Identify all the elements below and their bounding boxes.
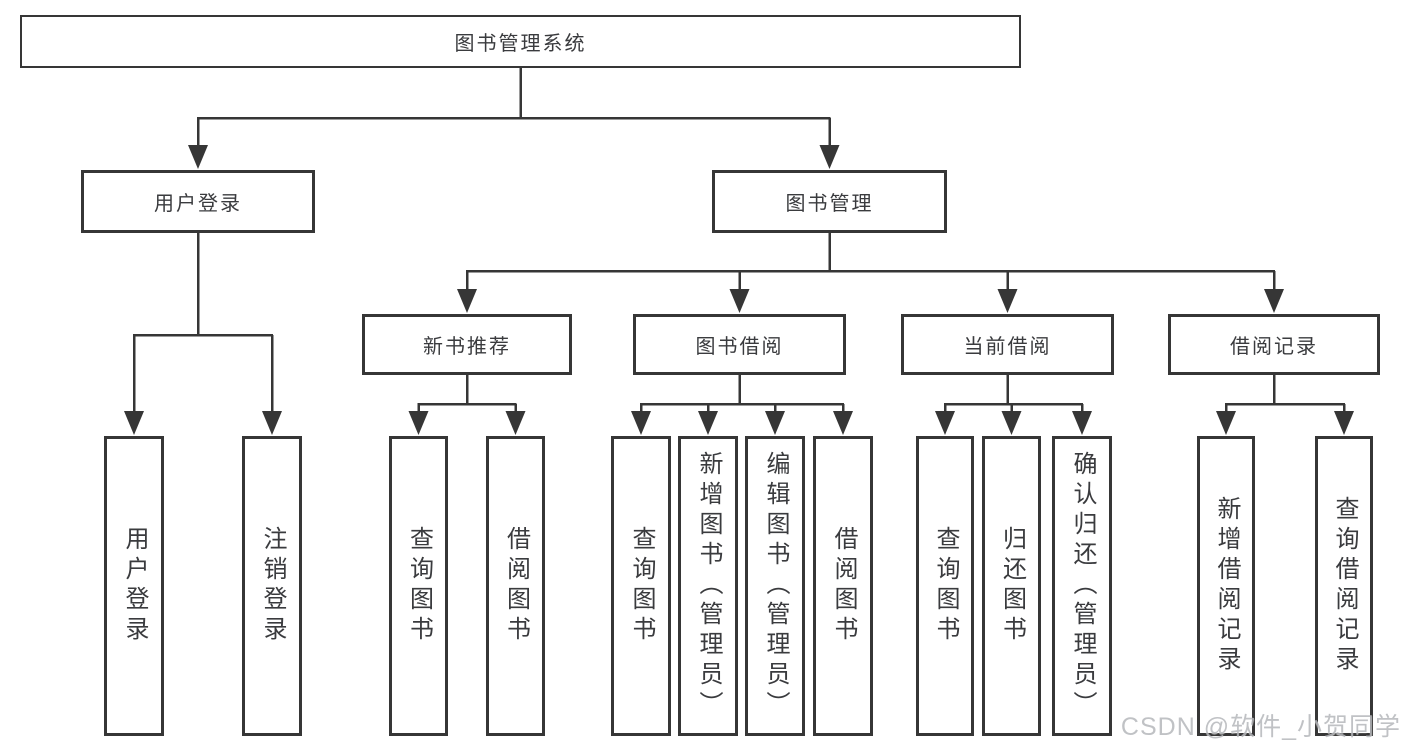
node-leaf-add-borrow-record: 新增借阅记录	[1197, 436, 1255, 736]
arrow-down-icon	[765, 411, 785, 435]
arrow-down-icon	[505, 411, 526, 435]
arrow-down-icon	[997, 289, 1018, 313]
node-root: 图书管理系统	[20, 15, 1021, 68]
arrow-down-icon	[698, 411, 718, 435]
node-leaf-add-books: 新增图书（管理员）	[678, 436, 738, 736]
arrow-down-icon	[188, 145, 208, 169]
node-label-current-borrowing: 当前借阅	[963, 336, 1052, 358]
node-label-leaf-borrow-books-1: 借阅图书	[502, 526, 530, 646]
arrow-down-icon	[1264, 289, 1284, 313]
node-label-leaf-edit-books: 编辑图书（管理员）	[762, 451, 789, 721]
node-label-leaf-borrow-books-2: 借阅图书	[830, 526, 857, 646]
node-leaf-confirm-return: 确认归还（管理员）	[1052, 436, 1112, 736]
node-label-leaf-add-borrow-record: 新增借阅记录	[1213, 496, 1240, 676]
arrow-down-icon	[833, 411, 853, 435]
node-leaf-logout: 注销登录	[242, 436, 302, 736]
arrow-down-icon	[819, 145, 840, 169]
arrow-down-icon	[935, 411, 955, 435]
node-leaf-query-borrow-record: 查询借阅记录	[1315, 436, 1373, 736]
arrow-down-icon	[408, 411, 429, 435]
node-label-leaf-add-books: 新增图书（管理员）	[695, 451, 722, 721]
csdn-watermark: CSDN @软件_小贺同学	[1120, 713, 1401, 741]
node-current-borrowing: 当前借阅	[901, 314, 1114, 375]
arrow-down-icon	[1334, 411, 1354, 435]
node-label-leaf-query-books-2: 查询图书	[628, 526, 655, 646]
arrow-down-icon	[457, 289, 477, 313]
arrow-down-icon	[631, 411, 651, 435]
node-label-leaf-confirm-return: 确认归还（管理员）	[1069, 451, 1096, 721]
node-label-user-login: 用户登录	[154, 193, 242, 215]
node-label-leaf-user-login: 用户登录	[121, 526, 148, 646]
node-leaf-query-books-2: 查询图书	[611, 436, 671, 736]
node-borrowing-records: 借阅记录	[1168, 314, 1380, 375]
arrow-down-icon	[1216, 411, 1236, 435]
node-label-leaf-query-books-1: 查询图书	[405, 526, 433, 646]
arrow-down-icon	[729, 289, 750, 313]
node-book-borrowing: 图书借阅	[633, 314, 846, 375]
arrow-down-icon	[124, 411, 144, 435]
node-book-management: 图书管理	[712, 170, 947, 233]
node-leaf-query-books-1: 查询图书	[389, 436, 448, 736]
node-label-new-book-recommend: 新书推荐	[423, 336, 511, 358]
node-leaf-borrow-books-2: 借阅图书	[813, 436, 873, 736]
node-label-leaf-logout: 注销登录	[259, 526, 286, 646]
arrow-down-icon	[1001, 411, 1022, 435]
node-label-leaf-query-books-3: 查询图书	[932, 526, 959, 646]
node-leaf-borrow-books-1: 借阅图书	[486, 436, 545, 736]
node-label-book-management: 图书管理	[785, 193, 874, 215]
node-label-leaf-query-borrow-record: 查询借阅记录	[1331, 496, 1358, 676]
node-label-leaf-return-books: 归还图书	[998, 526, 1026, 646]
node-leaf-edit-books: 编辑图书（管理员）	[745, 436, 805, 736]
node-label-root: 图书管理系统	[454, 33, 587, 55]
arrow-down-icon	[262, 411, 282, 435]
node-leaf-query-books-3: 查询图书	[916, 436, 974, 736]
node-user-login: 用户登录	[81, 170, 315, 233]
node-label-borrowing-records: 借阅记录	[1230, 336, 1318, 358]
arrow-down-icon	[1072, 411, 1092, 435]
node-label-book-borrowing: 图书借阅	[695, 336, 784, 358]
node-leaf-user-login: 用户登录	[104, 436, 164, 736]
node-new-book-recommend: 新书推荐	[362, 314, 572, 375]
node-leaf-return-books: 归还图书	[982, 436, 1041, 736]
